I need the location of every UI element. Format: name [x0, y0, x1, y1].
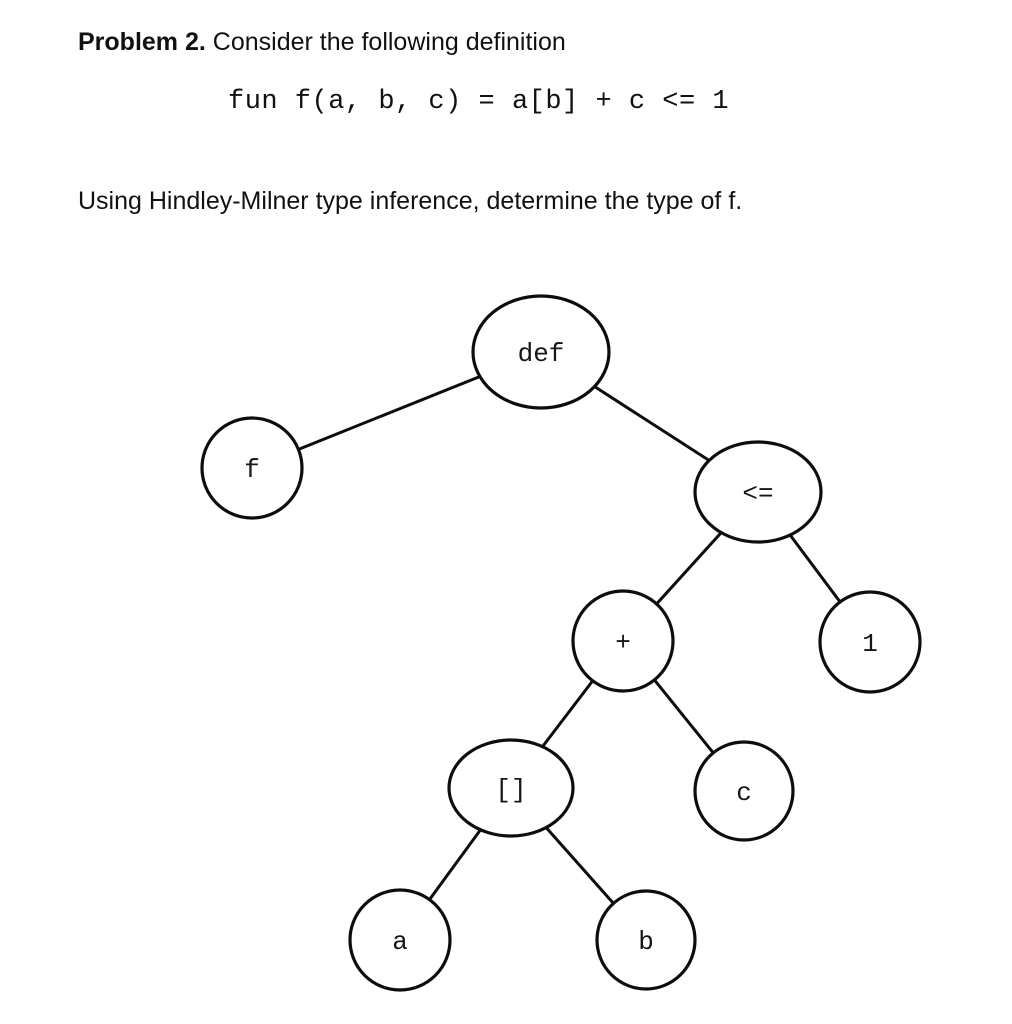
node-label-plus: + — [615, 628, 631, 658]
tree-node-leq: <= — [693, 440, 823, 544]
node-label-f: f — [244, 455, 260, 485]
node-circle — [348, 888, 452, 992]
tree-node-b: b — [595, 889, 697, 991]
tree-node-index: [] — [447, 738, 575, 838]
question-text: Using Hindley-Milner type inference, det… — [78, 187, 743, 215]
problem-heading: Problem 2. Consider the following defini… — [78, 27, 566, 58]
tree-node-c: c — [693, 740, 795, 842]
node-circle — [571, 589, 675, 693]
tree-node-def: def — [471, 294, 611, 410]
node-circle — [693, 440, 823, 544]
node-label-one: 1 — [862, 629, 878, 659]
node-label-def: def — [518, 339, 565, 369]
node-label-a: a — [392, 927, 408, 957]
tree-node-one: 1 — [818, 590, 922, 694]
node-label-c: c — [736, 778, 752, 808]
problem-label: Problem 2. — [78, 28, 206, 56]
node-circle — [693, 740, 795, 842]
problem-intro: Consider the following definition — [205, 28, 566, 56]
node-circle — [818, 590, 922, 694]
tree-node-plus: + — [571, 589, 675, 693]
node-circle — [447, 738, 575, 838]
node-label-b: b — [638, 927, 654, 957]
tree-node-a: a — [348, 888, 452, 992]
tree-node-f: f — [200, 416, 304, 520]
node-circle — [200, 416, 304, 520]
code-line: fun f(a, b, c) = a[b] + c <= 1 — [228, 87, 730, 117]
node-label-leq: <= — [742, 479, 773, 509]
tree-edges — [250, 350, 872, 942]
node-circle — [595, 889, 697, 991]
node-circle — [471, 294, 611, 410]
node-label-index: [] — [495, 775, 526, 805]
